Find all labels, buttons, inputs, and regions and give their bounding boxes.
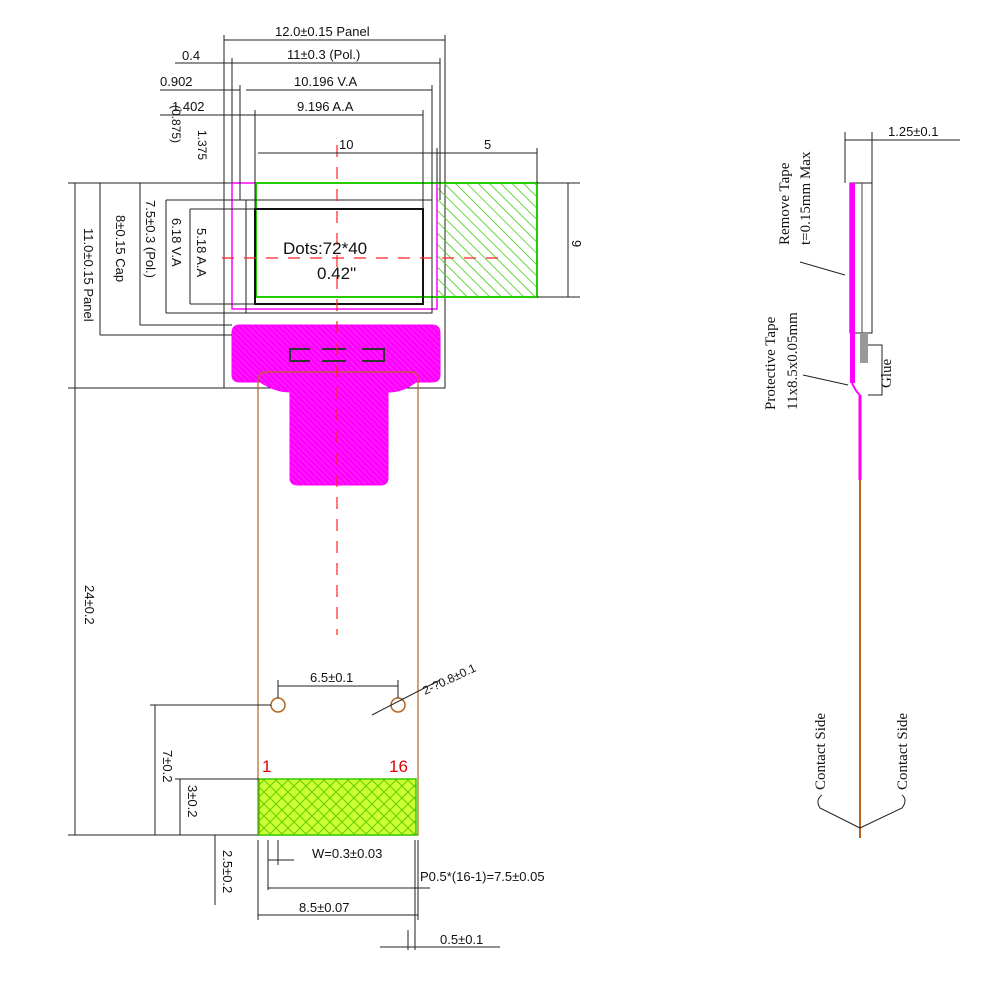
side-protective-tape-size: 11x8.5x0.05mm bbox=[785, 312, 801, 410]
dim-span-5: 5 bbox=[484, 137, 491, 152]
pin-1-label: 1 bbox=[262, 757, 271, 776]
size-label: 0.42" bbox=[317, 264, 356, 283]
dim-pad-height: 3±0.2 bbox=[185, 785, 200, 817]
dim-aa-width: 9.196 A.A bbox=[297, 99, 354, 114]
ic-chip-marks bbox=[289, 348, 385, 362]
left-dimensions bbox=[68, 182, 271, 905]
viewing-area bbox=[245, 199, 433, 314]
bottom-dimensions bbox=[257, 679, 500, 950]
front-view: Dots:72*40 0.42" 1 16 bbox=[222, 145, 538, 836]
dim-height-9: 9 bbox=[569, 240, 584, 247]
pin-16-label: 16 bbox=[389, 757, 408, 776]
dim-pad-edge: 0.5±0.1 bbox=[440, 932, 483, 947]
dim-offset-1375: 1.375 bbox=[195, 130, 209, 160]
green-hatch-area bbox=[437, 183, 537, 297]
dim-offset-04: 0.4 bbox=[182, 48, 200, 63]
contact-pads bbox=[258, 778, 417, 836]
dim-stiffener: 2.5±0.2 bbox=[220, 850, 235, 893]
dim-offset-1402: 1.402 bbox=[172, 99, 205, 114]
ic-cap bbox=[231, 324, 441, 383]
dim-pol-width: 11±0.3 (Pol.) bbox=[287, 47, 360, 62]
dim-va-height: 6.18 V.A bbox=[169, 218, 184, 267]
side-remove-tape bbox=[850, 183, 855, 383]
dim-panel-height: 11.0±0.15 Panel bbox=[81, 228, 96, 322]
dim-offset-0902: 0.902 bbox=[160, 74, 193, 89]
fpc-stiffener-magenta bbox=[259, 379, 419, 486]
dim-fpc-length: 24±0.2 bbox=[82, 585, 97, 625]
dim-span-10: 10 bbox=[339, 137, 353, 152]
dim-fpc-width: 8.5±0.07 bbox=[299, 900, 350, 915]
side-contact-left: Contact Side bbox=[813, 713, 829, 790]
dim-hole-dia: 2-?0.8±0.1 bbox=[420, 661, 478, 698]
dots-label: Dots:72*40 bbox=[283, 239, 367, 258]
dim-hole-height: 7±0.2 bbox=[160, 750, 175, 782]
dim-pad-width: W=0.3±0.03 bbox=[312, 846, 382, 861]
dim-va-width: 10.196 V.A bbox=[294, 74, 357, 89]
fpc-outline bbox=[257, 371, 419, 836]
side-thickness: 1.25±0.1 bbox=[888, 124, 939, 139]
dim-panel-width: 12.0±0.15 Panel bbox=[275, 24, 370, 39]
top-dimensions bbox=[160, 35, 580, 298]
dim-pitch: P0.5*(16-1)=7.5±0.05 bbox=[420, 869, 545, 884]
dim-pol-height: 7.5±0.3 (Pol.) bbox=[143, 200, 158, 278]
dim-aa-height: 5.18 A.A bbox=[194, 228, 209, 277]
alignment-hole-left bbox=[270, 697, 286, 713]
side-protective-tape-label: Protective Tape bbox=[763, 316, 779, 410]
side-view bbox=[799, 132, 960, 838]
side-glue-label: Glue bbox=[879, 359, 895, 389]
side-fpc-bend bbox=[851, 382, 861, 396]
side-remove-tape-thickness: t=0.15mm Max bbox=[798, 151, 814, 245]
dim-offset-0875: (0.875) bbox=[169, 105, 183, 143]
side-glue bbox=[860, 333, 868, 363]
dim-hole-spacing: 6.5±0.1 bbox=[310, 670, 353, 685]
dim-cap-height: 8±0.15 Cap bbox=[113, 215, 128, 282]
side-contact-right: Contact Side bbox=[895, 713, 911, 790]
active-area bbox=[254, 208, 424, 305]
side-remove-tape-label: Remove Tape bbox=[777, 162, 793, 245]
alignment-hole-right bbox=[390, 697, 406, 713]
